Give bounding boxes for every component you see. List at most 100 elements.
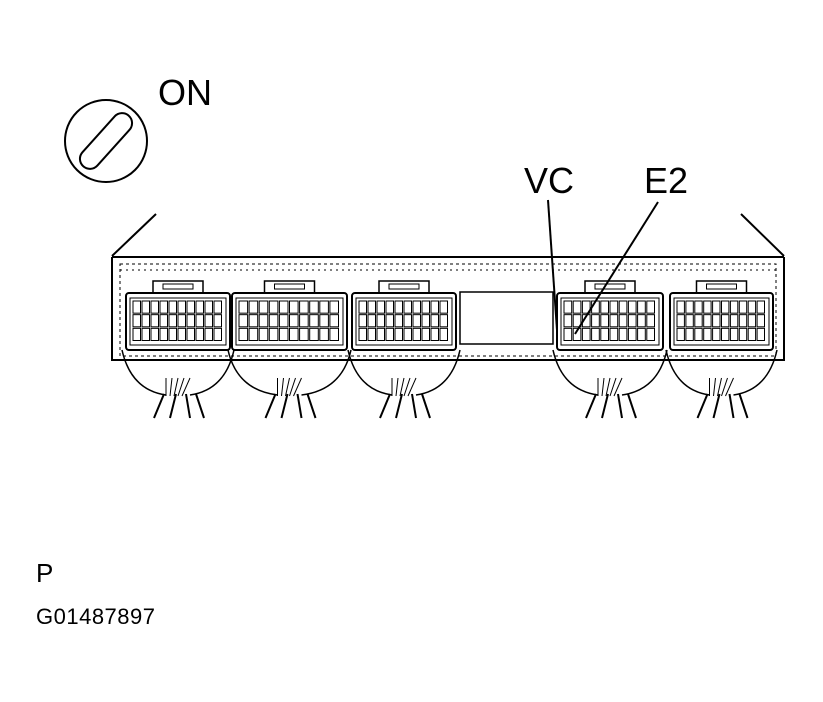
connector-pin <box>572 300 582 314</box>
connector-pin <box>238 327 249 342</box>
connector-latch <box>584 280 636 294</box>
connector-pin <box>177 327 186 342</box>
connector-pin <box>195 314 204 328</box>
connector-pin <box>421 300 430 314</box>
connector-pin <box>278 300 289 314</box>
figure-id: G01487897 <box>36 604 156 629</box>
connector-pin <box>213 300 222 314</box>
connector-pin <box>268 327 279 342</box>
connector-pin <box>186 300 195 314</box>
connector-pin <box>430 314 439 328</box>
e2-leader-line <box>574 201 659 335</box>
harness-strand <box>169 377 173 397</box>
harness-strand <box>181 377 191 397</box>
connector-pin <box>289 300 299 314</box>
connector-pin <box>412 314 421 328</box>
harness-strand <box>399 377 405 397</box>
harness-strand <box>173 377 179 397</box>
connector-pin <box>268 314 279 328</box>
connector-pin <box>309 314 319 328</box>
connector-pin <box>238 314 249 328</box>
connector-pin <box>150 327 159 342</box>
connector-pin <box>168 314 177 328</box>
connector-pin <box>738 327 748 342</box>
connector-pin <box>150 300 159 314</box>
harness-outline <box>301 349 352 396</box>
cable-bundle <box>585 393 597 419</box>
connector-pin <box>258 300 269 314</box>
connector-pin <box>367 327 376 342</box>
connector-pin <box>319 327 329 342</box>
harness-outline <box>227 349 278 396</box>
connector-pin <box>609 300 619 314</box>
connector-latch <box>695 280 748 294</box>
connector-pin <box>358 314 367 328</box>
connector-pin <box>712 300 721 314</box>
connector-pin <box>729 327 739 342</box>
harness-strand <box>281 377 284 397</box>
cable-bundle <box>379 393 391 419</box>
connector-pin <box>195 300 204 314</box>
connector-pin <box>186 327 195 342</box>
connector-pin <box>150 314 159 328</box>
connector-pin <box>141 300 150 314</box>
ecu-connector <box>227 280 352 419</box>
connector-pin <box>412 327 421 342</box>
ecu-connector <box>552 280 668 419</box>
connector-pin <box>637 327 646 342</box>
cable-bundle <box>169 393 177 419</box>
harness-strand <box>717 377 722 397</box>
harness-strand <box>613 377 623 397</box>
connector-pin <box>289 314 299 328</box>
connector-pin <box>132 327 141 342</box>
vc-leader-line <box>547 199 558 331</box>
connector-pin <box>627 300 637 314</box>
connector-pin <box>703 300 712 314</box>
harness-strand <box>289 377 296 397</box>
wire-harness <box>227 349 352 419</box>
connector-pin <box>563 327 573 342</box>
connector-pin <box>299 314 309 328</box>
connector-pin <box>258 314 269 328</box>
harness-strand <box>403 377 411 397</box>
ecu-body <box>111 213 785 361</box>
connector-pin <box>591 314 600 328</box>
connector-pin <box>756 300 765 314</box>
cable-bundle <box>738 393 749 419</box>
cable-bundle <box>696 393 709 419</box>
connector-pin <box>168 300 177 314</box>
connector-housing <box>351 292 457 351</box>
connector-pin <box>563 314 573 328</box>
ecu-connector <box>121 280 235 419</box>
connector-housing <box>125 292 231 351</box>
connector-pin <box>618 314 628 328</box>
connector-pin <box>609 314 619 328</box>
connector-pin <box>367 300 376 314</box>
connector-pin <box>394 327 403 342</box>
connector-pin <box>159 314 168 328</box>
connector-pin <box>676 327 685 342</box>
harness-strand <box>177 377 185 397</box>
connector-pin <box>278 327 289 342</box>
connector-pin <box>412 300 421 314</box>
connector-latch-slot <box>388 283 420 290</box>
connector-pin <box>367 314 376 328</box>
cable-bundle <box>617 393 623 419</box>
connector-pin <box>421 314 430 328</box>
connector-pin <box>721 327 730 342</box>
connector-pin <box>756 314 765 328</box>
connector-pin <box>703 314 712 328</box>
connector-pin <box>600 314 609 328</box>
connector-pin <box>712 314 721 328</box>
connector-pin <box>729 314 739 328</box>
connector-pin <box>676 300 685 314</box>
connector-pin <box>685 300 694 314</box>
connector-pin <box>186 314 195 328</box>
cable-bundle <box>712 393 721 419</box>
harness-strand <box>293 377 302 397</box>
connector-pin <box>204 300 213 314</box>
connector-pin <box>738 314 748 328</box>
cable-bundle <box>264 393 277 419</box>
connector-pin <box>721 300 730 314</box>
connector-pin <box>358 300 367 314</box>
